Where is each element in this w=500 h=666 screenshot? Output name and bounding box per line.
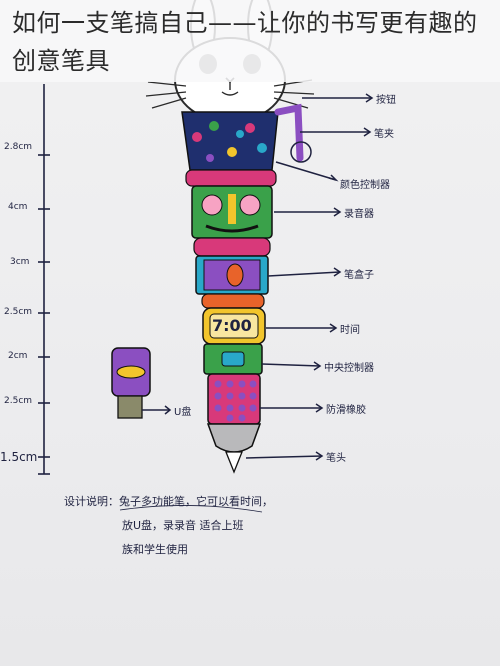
design-note-line-2: 放U盘，录录音 适合上班 — [122, 519, 244, 532]
speaker-section — [191, 185, 273, 239]
pen-tip-section — [206, 423, 262, 474]
ruler — [38, 84, 50, 475]
label-time: 时间 — [340, 325, 360, 336]
ruler-tick-label: 4cm — [8, 202, 28, 212]
design-note-line-1: 设计说明：兔子多功能笔，它可以看时间， — [64, 495, 273, 508]
page-title: 如何一支笔搞自己——让你的书写更有趣的创意笔具 — [12, 9, 478, 75]
pen-top-band — [181, 111, 279, 171]
design-note-line-3: 族和学生使用 — [122, 543, 188, 556]
label-color-control: 颜色控制器 — [340, 180, 390, 191]
label-speaker: 录音器 — [344, 209, 374, 220]
title-bar: 如何一支笔搞自己——让你的书写更有趣的创意笔具 — [0, 0, 500, 82]
label-antislip: 防滑橡胶 — [326, 405, 366, 416]
label-usb: U盘 — [174, 407, 192, 418]
usb-drive-icon — [111, 347, 172, 419]
ruler-tick-label: 2cm — [8, 351, 28, 361]
antislip-grip-section — [207, 373, 261, 425]
label-button: 按钮 — [376, 95, 396, 106]
label-center-control: 中央控制器 — [324, 363, 374, 374]
ruler-tick-label: 2.5cm — [4, 307, 33, 317]
ruler-tick-label: 3cm — [10, 257, 30, 267]
clock-time: 7:00 — [212, 316, 252, 335]
pen-clip — [274, 103, 312, 163]
label-pen-tip: 笔头 — [326, 453, 346, 464]
label-pen-cap-box: 笔盒子 — [344, 270, 374, 281]
label-arrows — [245, 93, 374, 461]
ruler-tick-label: 1.5cm — [0, 450, 38, 464]
label-clip: 笔夹 — [374, 129, 394, 140]
ruler-tick-label: 2.8cm — [4, 142, 33, 152]
clock-section — [202, 307, 266, 345]
center-control-section — [203, 343, 263, 375]
pen-cap-box-section — [195, 255, 269, 295]
ruler-tick-label: 2.5cm — [4, 396, 33, 406]
